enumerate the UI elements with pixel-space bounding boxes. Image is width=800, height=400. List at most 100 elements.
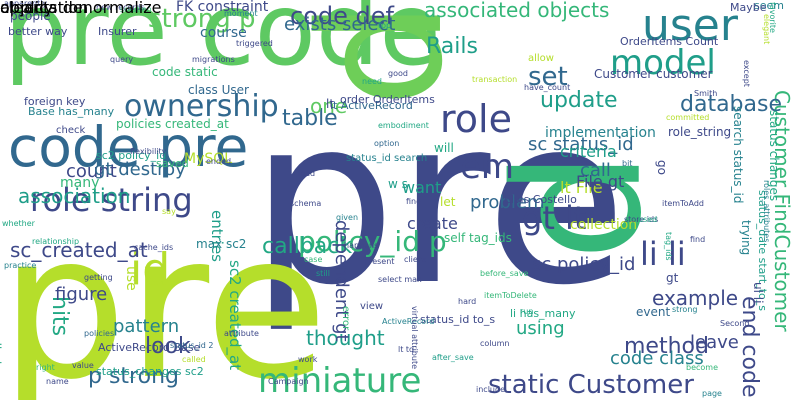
cloud-word: update bbox=[540, 88, 618, 113]
cloud-word: pre code bbox=[4, 0, 441, 88]
cloud-word: thought bbox=[306, 326, 385, 350]
cloud-word: except bbox=[742, 60, 751, 87]
cloud-word: Second bbox=[720, 319, 750, 328]
cloud-word: problem bbox=[470, 192, 545, 213]
cloud-word: clearly bbox=[0, 0, 54, 17]
cloud-word: figure bbox=[55, 284, 108, 305]
cloud-word: miniature bbox=[258, 361, 422, 400]
cloud-word: client bbox=[404, 255, 426, 264]
cloud-word: policies bbox=[84, 329, 115, 338]
cloud-word: OrderItems Count bbox=[620, 35, 719, 48]
cloud-word: value bbox=[72, 361, 94, 370]
cloud-word: many bbox=[60, 175, 100, 191]
cloud-word: become bbox=[686, 363, 719, 372]
cloud-word: pre bbox=[250, 69, 628, 336]
cloud-word: Campaign bbox=[268, 377, 309, 386]
cloud-word: em bbox=[460, 147, 515, 187]
cloud-word: sc2 created_at bbox=[226, 260, 244, 371]
cloud-word: gt bbox=[666, 271, 679, 285]
cloud-word: ended bbox=[206, 157, 232, 166]
cloud-word: find bbox=[690, 235, 706, 244]
cloud-word: have_count bbox=[524, 83, 571, 92]
cloud-word: set bbox=[528, 62, 568, 92]
cloud-word: leave bbox=[690, 332, 739, 353]
cloud-word: itemToDelete bbox=[484, 291, 537, 300]
cloud-word: policy_id p bbox=[298, 225, 447, 258]
cloud-word: user bbox=[642, 0, 738, 51]
cloud-word: code def bbox=[290, 2, 394, 30]
cloud-word: Base has_many bbox=[28, 105, 115, 118]
cloud-word: ul li bbox=[751, 282, 765, 304]
cloud-word: case bbox=[304, 255, 323, 264]
cloud-word: table bbox=[282, 106, 338, 131]
cloud-word: virtual attribute bbox=[410, 306, 419, 370]
cloud-word: view bbox=[360, 301, 384, 312]
cloud-word: class User bbox=[188, 83, 249, 97]
cloud-word: status_id search bbox=[346, 153, 428, 164]
cloud-word: trying bbox=[739, 220, 753, 256]
cloud-word: using bbox=[516, 318, 565, 339]
cloud-word: work bbox=[298, 355, 318, 364]
cloud-word: flexibility bbox=[130, 147, 167, 156]
cloud-word: will bbox=[434, 141, 454, 155]
cloud-word: Elvis Costello bbox=[504, 193, 577, 206]
cloud-word: strong bbox=[672, 305, 698, 314]
cloud-word: error bbox=[340, 306, 351, 331]
cloud-word: hard bbox=[458, 297, 477, 306]
cloud-word: code class bbox=[610, 348, 704, 369]
cloud-word: search status_id bbox=[731, 106, 745, 204]
cloud-word: lt ActiveRecord bbox=[330, 99, 413, 112]
cloud-word: embodiment bbox=[378, 121, 429, 130]
cloud-word: after_save bbox=[432, 353, 474, 362]
cloud-word: database bbox=[680, 92, 782, 117]
cloud-word: option bbox=[374, 139, 400, 148]
cloud-word: page bbox=[702, 389, 722, 398]
cloud-word: select max bbox=[378, 275, 422, 284]
cloud-word: exists select bbox=[284, 14, 396, 35]
cloud-word: status_id 2 bbox=[170, 341, 214, 350]
cloud-word: attribute bbox=[224, 329, 259, 338]
cloud-word: ownership bbox=[124, 89, 279, 124]
cloud-word: query bbox=[110, 55, 134, 64]
cloud-word: sc_created_at bbox=[10, 238, 148, 262]
cloud-word: example bbox=[652, 286, 739, 310]
cloud-word: practice bbox=[4, 261, 37, 270]
cloud-word: bit bbox=[622, 159, 633, 168]
cloud-word: whether bbox=[2, 219, 35, 228]
cloud-word: foreign key bbox=[24, 95, 86, 108]
cloud-word: li has_many bbox=[510, 307, 576, 320]
cloud-word: gt destroy bbox=[94, 159, 186, 180]
cloud-word: static Customer bbox=[488, 370, 694, 400]
cloud-word: status_changes sc2 bbox=[96, 365, 204, 378]
cloud-word: right bbox=[36, 363, 55, 372]
cloud-word: migrations bbox=[192, 55, 235, 64]
cloud-word: objects denormalize bbox=[0, 0, 162, 17]
cloud-word: role_string bbox=[668, 125, 732, 139]
cloud-word: event bbox=[636, 305, 671, 319]
cloud-word: present bbox=[364, 257, 395, 266]
cloud-word: new records bbox=[96, 3, 145, 12]
cloud-word: top bbox=[378, 21, 392, 30]
cloud-word: fine bbox=[406, 197, 422, 206]
cloud-word: getting bbox=[84, 273, 113, 282]
cloud-word: role bbox=[440, 97, 512, 141]
cloud-word: good bbox=[388, 69, 408, 78]
cloud-word: lt bbox=[326, 97, 335, 111]
cloud-word: look bbox=[145, 334, 191, 359]
cloud-word: solution bbox=[120, 5, 152, 14]
cloud-word: given bbox=[336, 213, 359, 222]
cloud-word: code static bbox=[152, 65, 218, 79]
cloud-word: check bbox=[56, 125, 86, 136]
cloud-word: happens bbox=[344, 241, 379, 250]
cloud-word: still bbox=[316, 269, 330, 278]
cloud-word: pattern bbox=[113, 316, 180, 337]
cloud-word: one bbox=[310, 94, 348, 118]
cloud-word: order OrderItems bbox=[340, 93, 435, 106]
cloud-word: self tag_ids bbox=[444, 231, 512, 245]
cloud-word: Customer customer bbox=[594, 67, 713, 81]
cloud-word: role string bbox=[30, 181, 193, 219]
cloud-word: lt td bbox=[398, 345, 415, 354]
cloud-word: model bbox=[610, 43, 716, 83]
cloud-word: Insurer bbox=[98, 25, 137, 38]
